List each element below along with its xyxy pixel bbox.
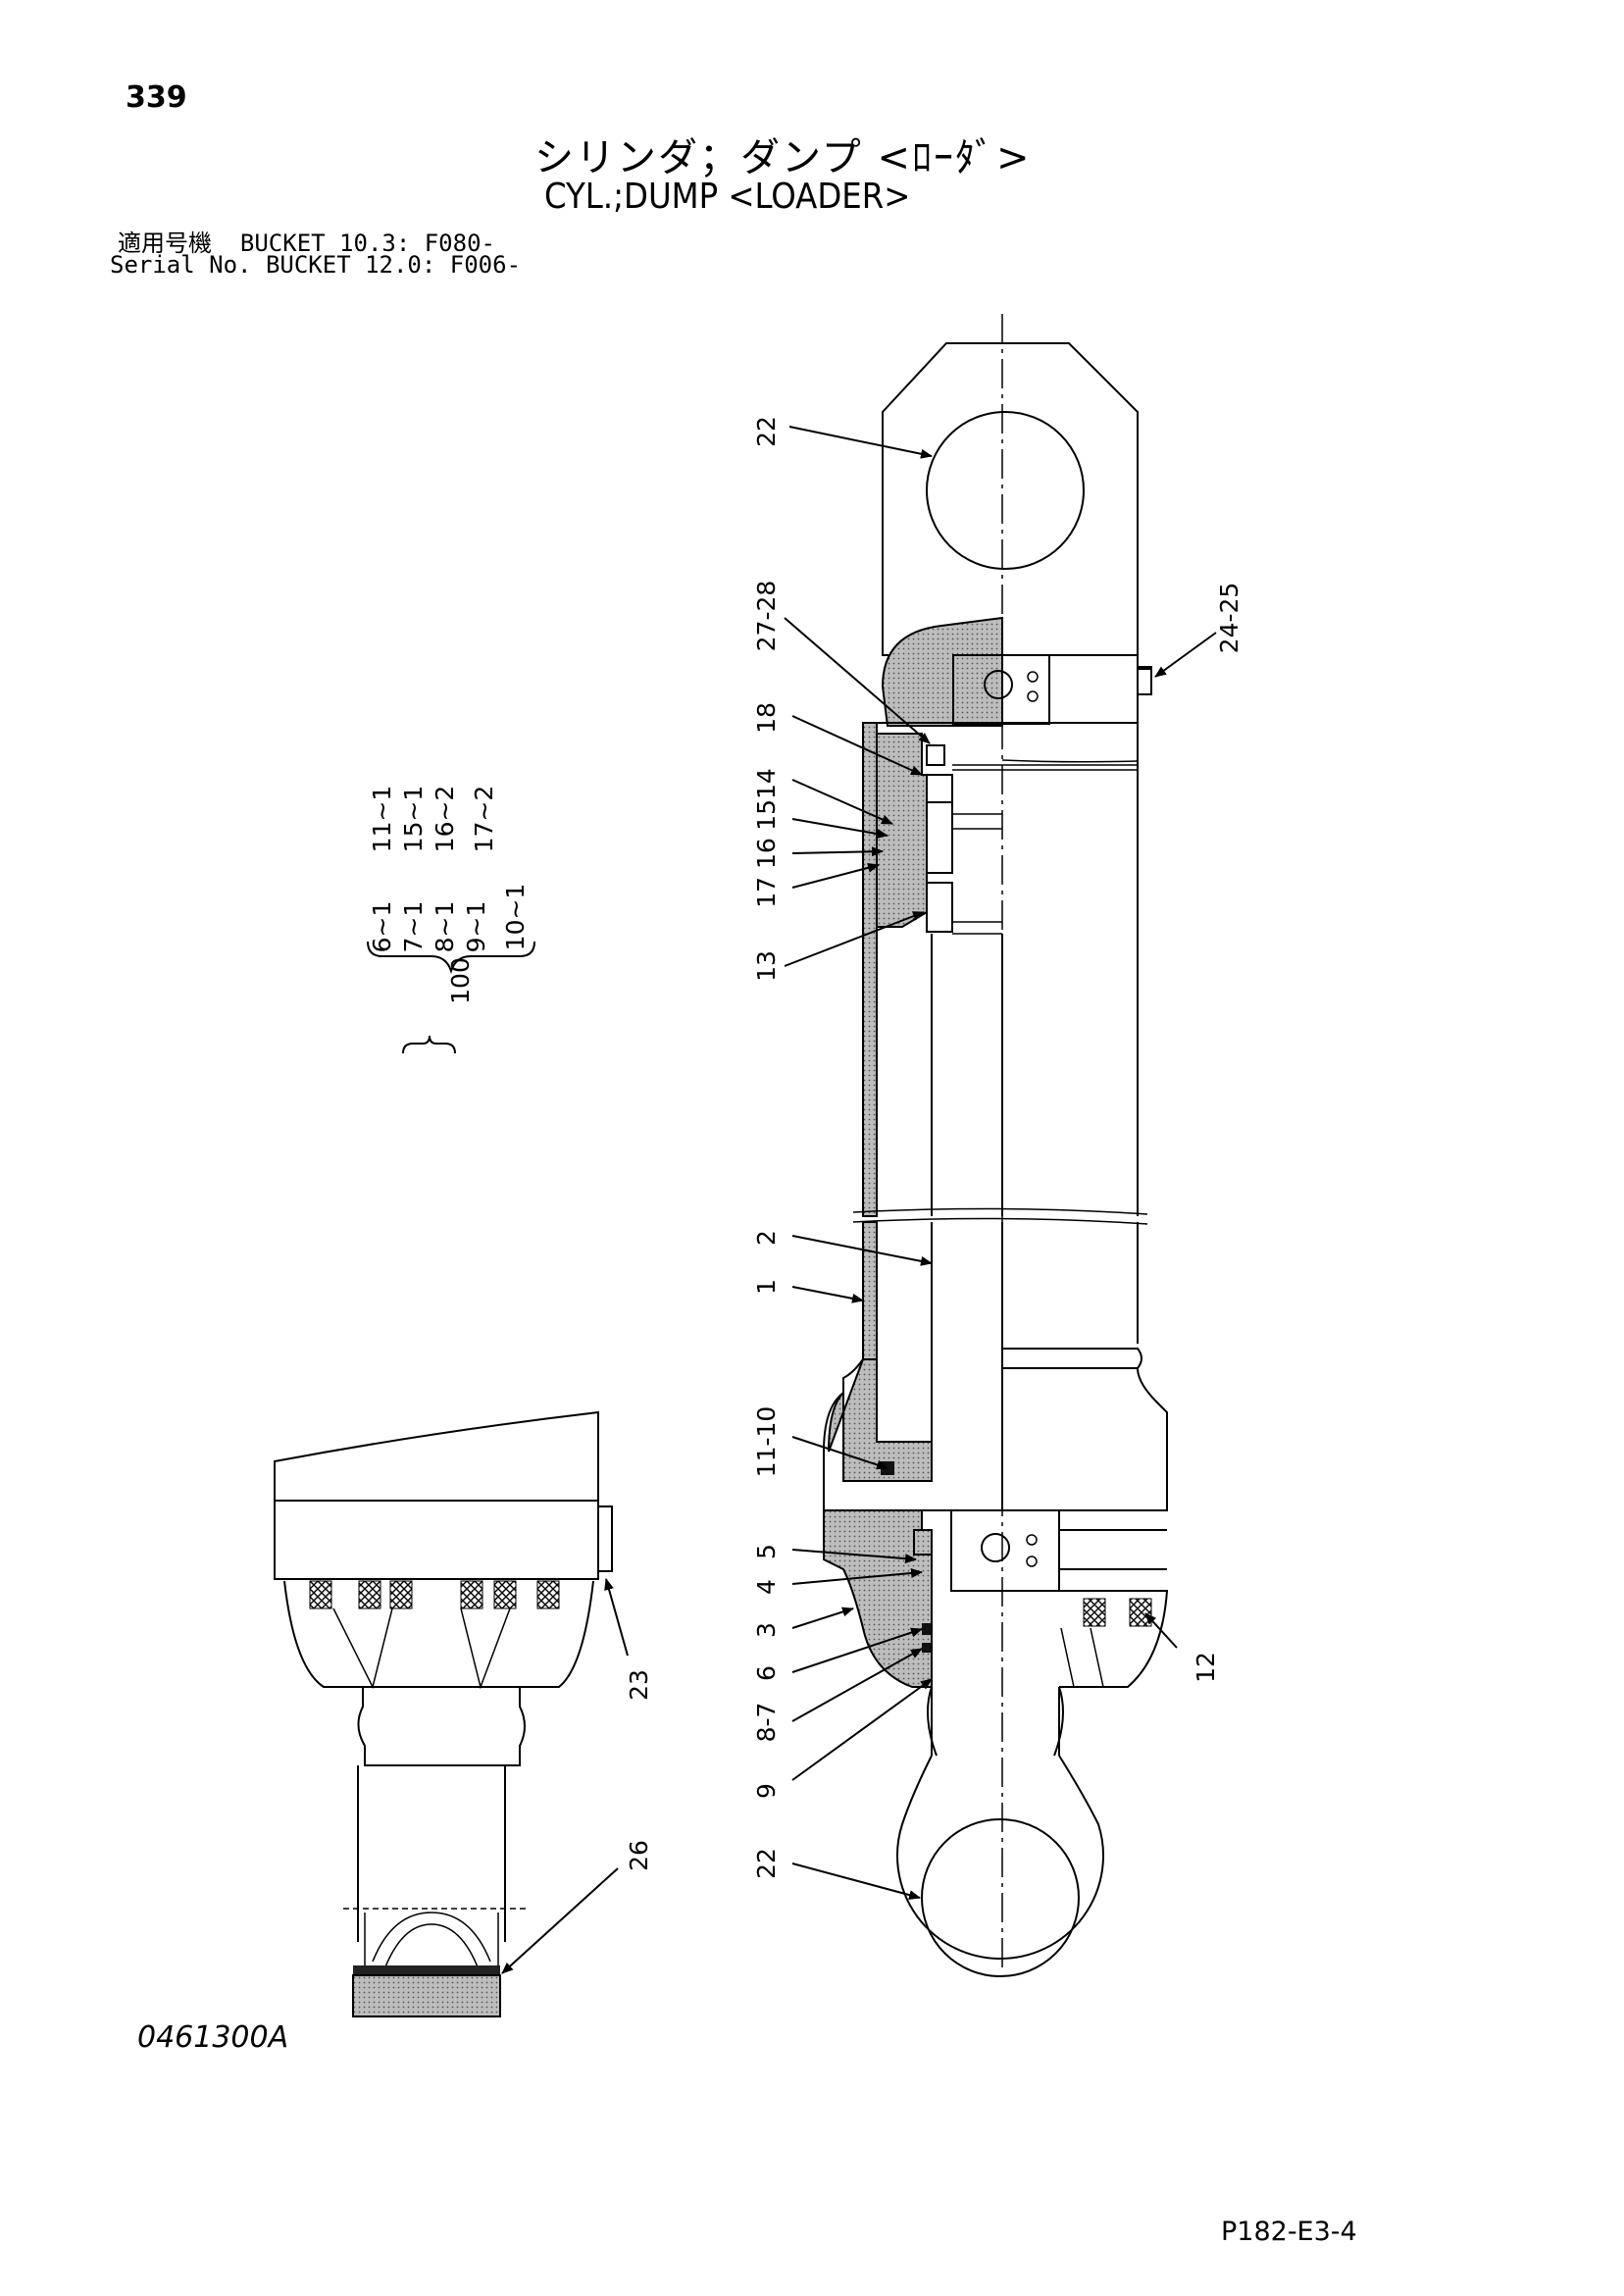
kit-item: 9~1	[462, 901, 490, 953]
callout-22-bottom: 22	[752, 1848, 781, 1879]
callout-12: 12	[1192, 1652, 1220, 1683]
callout-2: 2	[752, 1230, 781, 1246]
lower-bracket	[950, 1509, 1060, 1592]
applicability-line-1: 適用号機 BUCKET 10.3: F080-	[118, 230, 495, 257]
callout-24-25: 24-25	[1215, 583, 1243, 654]
callout-5: 5	[752, 1544, 781, 1559]
kit-item: 10~1	[501, 884, 530, 951]
leader-lines	[501, 426, 1217, 1974]
callout-15-14: 1514	[752, 768, 781, 831]
kit-item: 6~1	[368, 901, 396, 953]
cylinder-tube-upper	[862, 722, 1139, 1217]
kit-item: 8~1	[431, 901, 459, 953]
kit-list: 100 6~1 7~1 8~1 9~1 10~1 11~1 15~1 16~2 …	[368, 786, 530, 1004]
callout-27-28: 27-28	[752, 581, 781, 652]
bottom-eye	[896, 1755, 1104, 1977]
callout-labels: 22 27-28 24-25 18 1514 17 16 13 2 1 11-1…	[625, 416, 1243, 1879]
top-clevis	[882, 342, 1139, 656]
bottom-pin-bore	[921, 1818, 1080, 1977]
page-reference: P182-E3-4	[1221, 2217, 1357, 2247]
callout-13: 13	[752, 950, 781, 982]
callout-8-7: 8-7	[752, 1703, 781, 1743]
callout-22-top: 22	[752, 416, 781, 447]
detail-view	[274, 1410, 613, 2017]
kit-item: 17~2	[470, 786, 498, 853]
page-number: 339	[126, 80, 187, 115]
top-pin-bore	[926, 411, 1085, 570]
callout-17-16: 17 16	[752, 838, 781, 908]
callout-3: 3	[752, 1622, 781, 1638]
kit-item: 7~1	[399, 901, 428, 953]
title-japanese: シリンダ；ダンプ <ﾛｰﾀﾞ>	[534, 135, 1032, 180]
break-line-1	[852, 1207, 1148, 1215]
drawing-id: 0461300A	[137, 2020, 289, 2055]
callout-26: 26	[625, 1840, 653, 1871]
kit-item: 16~2	[431, 786, 459, 853]
callout-6: 6	[752, 1665, 781, 1681]
kit-brace	[402, 1035, 456, 1054]
callout-1: 1	[752, 1279, 781, 1295]
kit-item: 11~1	[368, 786, 396, 853]
cylinder-tube-lower	[823, 1221, 1168, 1511]
cylinder-head-top	[881, 616, 1152, 727]
title-english: CYL.;DUMP <LOADER>	[544, 177, 911, 217]
bolt-24-25	[1137, 668, 1152, 695]
kit-brace-shape	[367, 941, 535, 975]
callout-11-10: 11-10	[752, 1406, 781, 1478]
callout-23: 23	[625, 1669, 653, 1701]
callout-4: 4	[752, 1579, 781, 1595]
callout-18: 18	[752, 702, 781, 734]
break-line-2	[852, 1217, 1148, 1225]
kit-item: 15~1	[399, 786, 428, 853]
kit-number: 100	[446, 957, 475, 1004]
applicability-line-2: Serial No. BUCKET 12.0: F006-	[110, 251, 522, 279]
callout-9: 9	[752, 1783, 781, 1799]
